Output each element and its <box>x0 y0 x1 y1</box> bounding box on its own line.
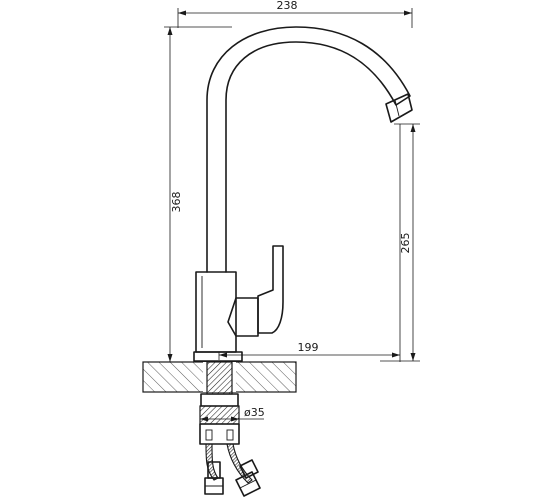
hose-right-connector <box>235 471 261 497</box>
mounting-nut <box>199 405 240 425</box>
arrowhead <box>392 352 400 358</box>
hose-inlet-right <box>226 429 234 441</box>
spout <box>206 26 411 273</box>
handle-lever <box>257 245 284 334</box>
dimension-label-368: 368 <box>170 192 183 213</box>
hose-inlet-left <box>205 429 213 441</box>
arrowhead <box>200 416 208 422</box>
supply-hoses <box>204 443 261 497</box>
threaded-shank <box>206 361 233 395</box>
dimension-label-diameter: ø35 <box>244 406 265 419</box>
arrowhead <box>231 416 239 422</box>
arrowhead <box>410 124 416 132</box>
dimension-reach: 199 <box>218 124 401 362</box>
arrowhead <box>178 10 186 16</box>
arrowhead <box>404 10 412 16</box>
dimension-label-199: 199 <box>298 341 319 354</box>
arrowhead <box>167 354 173 362</box>
dimension-width-top: 238 <box>177 0 413 28</box>
base-ring <box>193 351 243 362</box>
faucet-body <box>193 26 413 362</box>
arrowhead <box>167 27 173 35</box>
dimension-spout-height: 265 <box>380 123 420 362</box>
arrowhead <box>219 352 227 358</box>
hose-right <box>226 443 253 484</box>
mounting-bracket <box>199 423 240 445</box>
spout-tip <box>385 93 413 123</box>
hose-right-ferrule <box>239 459 259 479</box>
mounting-assembly <box>199 361 240 445</box>
arrowhead <box>410 353 416 361</box>
dimension-label-238: 238 <box>277 0 298 12</box>
cartridge-housing <box>227 297 259 337</box>
dimension-diameter: ø35 <box>200 406 265 422</box>
dimension-height-total: 368 <box>164 26 232 363</box>
dimension-label-265: 265 <box>399 233 412 254</box>
washer <box>200 393 239 407</box>
